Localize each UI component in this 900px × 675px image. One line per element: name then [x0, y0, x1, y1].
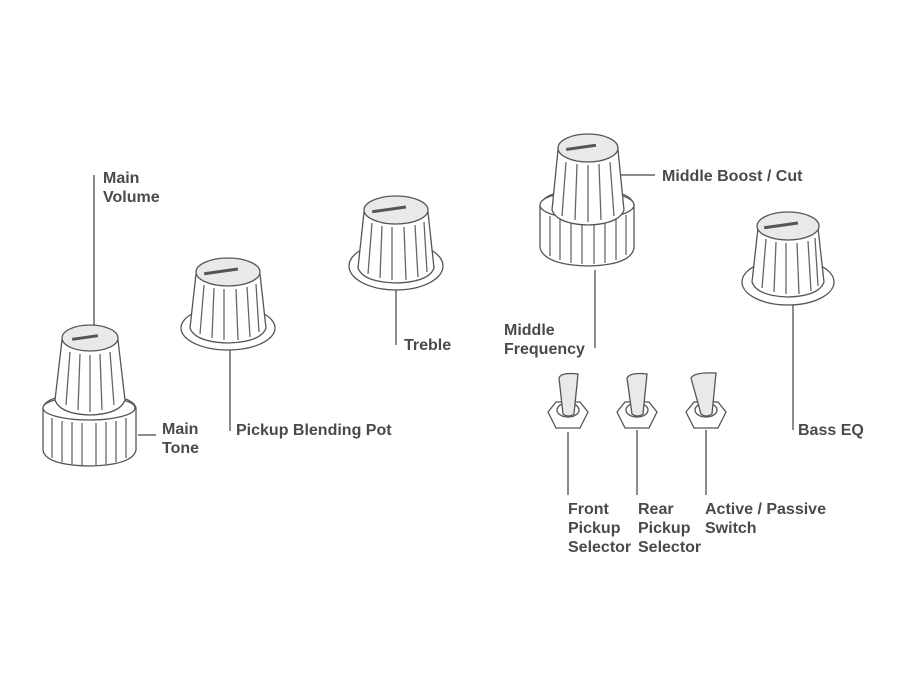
rear-pickup-toggle: [616, 372, 658, 429]
label-rear-pickup-selector: Rear Pickup Selector: [638, 501, 702, 556]
label-front-pickup-selector: Front Pickup Selector: [568, 501, 632, 556]
pickup-blending-knob: [180, 257, 276, 351]
label-treble: Treble: [404, 337, 452, 354]
label-middle-boost-cut: Middle Boost / Cut: [662, 168, 803, 185]
main-volume-tone-knob: [42, 324, 137, 467]
label-main-tone: Main Tone: [162, 421, 200, 457]
label-main-volume: Main Volume: [103, 170, 160, 206]
label-middle-frequency: Middle Frequency: [504, 322, 585, 358]
bass-eq-knob: [741, 211, 835, 306]
label-pickup-blending-pot: Pickup Blending Pot: [236, 422, 392, 439]
middle-boost-frequency-knob: [539, 133, 635, 267]
label-bass-eq: Bass EQ: [798, 422, 864, 439]
treble-knob: [348, 195, 444, 291]
label-active-passive-switch: Active / Passive Switch: [705, 501, 826, 537]
front-pickup-toggle: [547, 372, 589, 429]
active-passive-toggle: [685, 372, 727, 429]
